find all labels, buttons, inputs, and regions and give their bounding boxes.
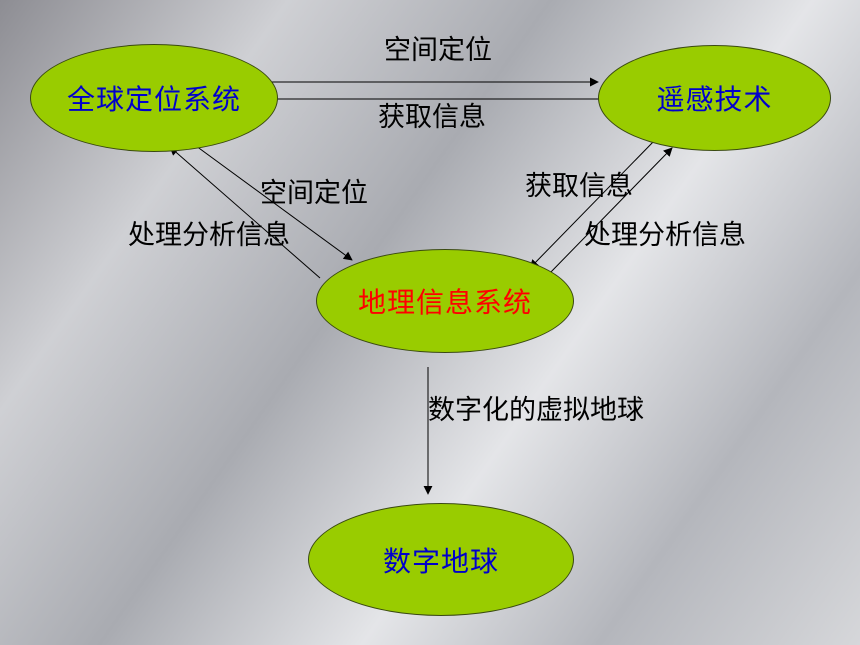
node-remote-sensing-label: 遥感技术 [656, 83, 773, 116]
arrow-gis-to-rs [547, 147, 673, 276]
node-gis: 地理信息系统 [316, 249, 574, 353]
node-remote-sensing: 遥感技术 [598, 45, 831, 151]
node-digital-earth-label: 数字地球 [382, 544, 499, 578]
node-digital-earth: 数字地球 [308, 503, 574, 616]
arrow-gps-to-gis [191, 142, 353, 261]
edge-label-gis-to-digital-earth: 数字化的虚拟地球 [428, 395, 644, 426]
arrow-gis-to-gps [169, 146, 321, 279]
edge-label-gps-to-rs: 空间定位 [384, 35, 492, 66]
edge-label-rs-to-gps: 获取信息 [378, 102, 486, 133]
node-gps: 全球定位系统 [30, 44, 278, 152]
node-gps-label: 全球定位系统 [66, 83, 241, 116]
node-gis-label: 地理信息系统 [357, 286, 532, 319]
edge-label-gis-to-gps: 处理分析信息 [128, 220, 290, 251]
edge-label-rs-to-gis: 获取信息 [525, 171, 633, 202]
edge-label-gps-to-gis: 空间定位 [260, 178, 368, 209]
edge-label-gis-to-rs: 处理分析信息 [584, 220, 746, 251]
arrow-rs-to-gis [529, 139, 656, 269]
